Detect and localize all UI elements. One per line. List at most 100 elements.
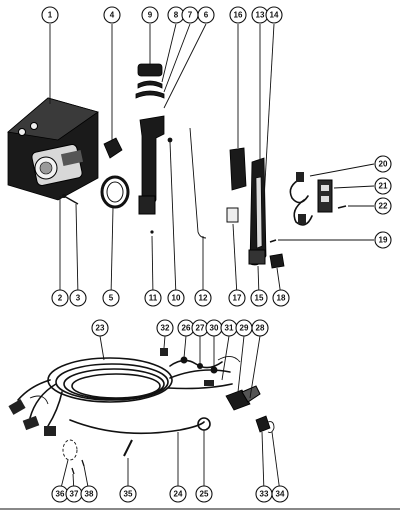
svg-text:3: 3: [76, 294, 81, 303]
callout-3: 3: [69, 289, 87, 307]
svg-text:35: 35: [124, 490, 133, 499]
svg-text:24: 24: [174, 490, 183, 499]
svg-text:4: 4: [110, 11, 115, 20]
callout-31: 31: [220, 319, 238, 337]
washer-part-8: [137, 80, 163, 89]
svg-text:31: 31: [225, 324, 234, 333]
connector-cluster-26-31: [169, 356, 241, 386]
callout-12: 12: [194, 289, 212, 307]
svg-text:18: 18: [277, 294, 286, 303]
wire-harness-part-20: [289, 172, 313, 226]
svg-text:37: 37: [70, 490, 79, 499]
bar-part-13: [248, 157, 267, 266]
callout-2: 2: [51, 289, 69, 307]
callout-7: 7: [181, 6, 199, 24]
callout-9: 9: [141, 6, 159, 24]
svg-text:16: 16: [234, 11, 243, 20]
clip-part-34: [267, 421, 275, 433]
ring-part-5: [100, 175, 130, 209]
callout-15: 15: [250, 289, 268, 307]
switch-block-part-21: [317, 179, 333, 213]
svg-text:12: 12: [199, 294, 208, 303]
callout-11: 11: [144, 289, 162, 307]
svg-text:1: 1: [48, 11, 53, 20]
svg-text:11: 11: [149, 294, 158, 303]
callout-28: 28: [251, 319, 269, 337]
svg-text:10: 10: [172, 294, 181, 303]
callout-36: 36: [51, 485, 69, 503]
leader-lines: [49, 23, 375, 493]
callout-37: 37: [65, 485, 83, 503]
cap-part-18: [269, 253, 285, 269]
callout-6: 6: [197, 6, 215, 24]
callout-21: 21: [374, 177, 392, 195]
washer-part-7: [135, 90, 165, 99]
callout-22: 22: [374, 197, 392, 215]
parts-drawings: [0, 63, 400, 510]
callout-10: 10: [167, 289, 185, 307]
plug-part-28: [225, 385, 261, 411]
svg-text:30: 30: [210, 324, 219, 333]
callout-35: 35: [119, 485, 137, 503]
callouts: 1 4 9 8 7 6 16 13 14 20 21 22 19 2 3 5 1…: [41, 6, 392, 503]
cap-part-9: [137, 63, 163, 77]
rod-part-12: [189, 127, 207, 239]
screw-part-10: [167, 137, 173, 143]
svg-text:6: 6: [204, 11, 209, 20]
svg-text:34: 34: [276, 490, 285, 499]
control-box-housing: [7, 97, 99, 201]
pin-part-37: [71, 467, 75, 475]
svg-text:14: 14: [270, 11, 279, 20]
callout-16: 16: [229, 6, 247, 24]
callout-30: 30: [205, 319, 223, 337]
svg-text:5: 5: [109, 294, 114, 303]
svg-text:23: 23: [96, 324, 105, 333]
callout-34: 34: [271, 485, 289, 503]
svg-text:2: 2: [58, 294, 63, 303]
screw-part-3: [63, 195, 79, 205]
svg-text:33: 33: [260, 490, 269, 499]
callout-20: 20: [374, 155, 392, 173]
callout-5: 5: [102, 289, 120, 307]
svg-text:15: 15: [255, 294, 264, 303]
callout-25: 25: [195, 485, 213, 503]
svg-text:21: 21: [379, 182, 388, 191]
callout-33: 33: [255, 485, 273, 503]
svg-text:29: 29: [240, 324, 249, 333]
svg-text:19: 19: [379, 236, 388, 245]
screw-part-22: [337, 205, 347, 209]
callout-18: 18: [272, 289, 290, 307]
bracket-part-16: [229, 147, 247, 191]
cable-coil-part-23: [17, 357, 233, 427]
callout-24: 24: [169, 485, 187, 503]
socket-part-33: [255, 415, 271, 433]
handle-part-11: [138, 115, 165, 234]
svg-text:27: 27: [196, 324, 205, 333]
callout-23: 23: [91, 319, 109, 337]
svg-text:8: 8: [174, 11, 179, 20]
svg-text:22: 22: [379, 202, 388, 211]
svg-text:20: 20: [379, 160, 388, 169]
callout-1: 1: [41, 6, 59, 24]
pin-part-19: [269, 239, 277, 243]
svg-text:25: 25: [200, 490, 209, 499]
split-ring-part-36: [62, 439, 78, 461]
callout-14: 14: [265, 6, 283, 24]
plate-part-17: [226, 207, 239, 223]
svg-text:36: 36: [56, 490, 65, 499]
svg-text:28: 28: [256, 324, 265, 333]
knob-part-4: [103, 137, 123, 159]
svg-text:13: 13: [256, 11, 265, 20]
svg-text:38: 38: [85, 490, 94, 499]
terminal-part-32: [160, 348, 168, 356]
callout-29: 29: [235, 319, 253, 337]
svg-text:9: 9: [148, 11, 153, 20]
callout-38: 38: [80, 485, 98, 503]
pin-part-38: [81, 459, 85, 467]
callout-13: 13: [251, 6, 269, 24]
callout-32: 32: [156, 319, 174, 337]
callout-17: 17: [228, 289, 246, 307]
svg-text:32: 32: [161, 324, 170, 333]
lead-part-24: [69, 419, 205, 435]
